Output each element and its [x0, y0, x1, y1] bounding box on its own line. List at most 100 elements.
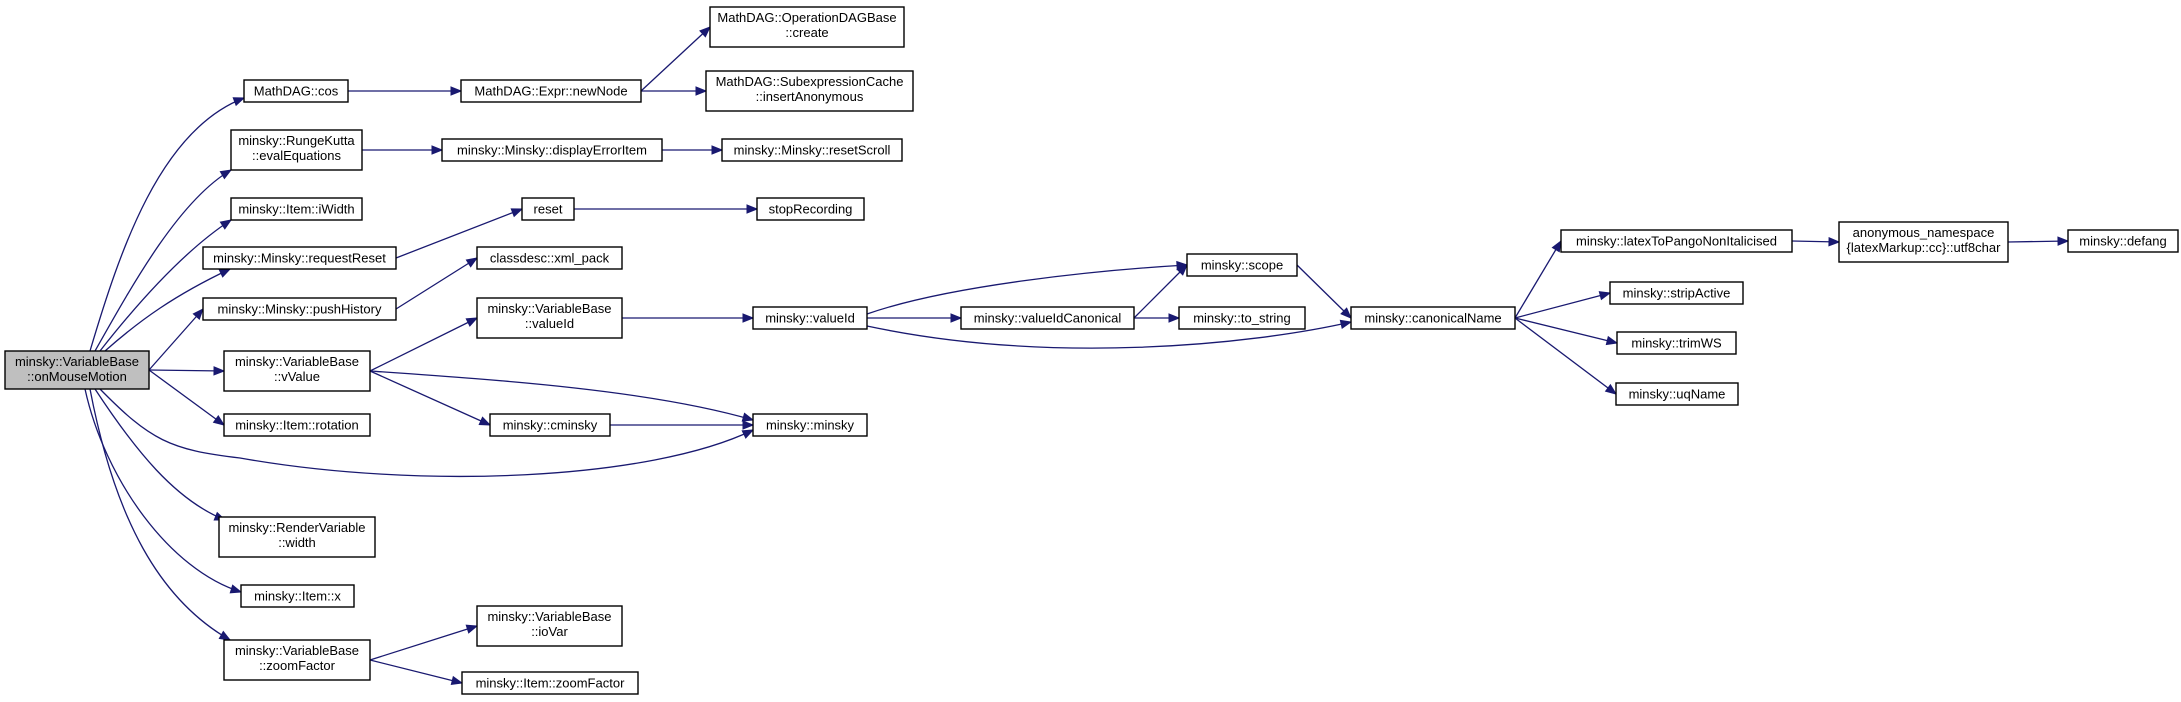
- node-label: minsky::to_string: [1193, 311, 1291, 326]
- node-label-line: ::width: [278, 535, 316, 550]
- edge-valueIdCan-to-scope: [1133, 264, 1188, 319]
- node-valueIdCan[interactable]: minsky::valueIdCanonical: [960, 306, 1135, 330]
- node-label-line: minsky::VariableBase: [15, 354, 139, 369]
- node-label: minsky::minsky: [766, 418, 855, 433]
- node-pushHist[interactable]: minsky::Minsky::pushHistory: [202, 297, 397, 321]
- node-box: [240, 584, 355, 608]
- node-label: minsky::Item::rotation: [235, 418, 359, 433]
- node-label-line: anonymous_namespace: [1853, 225, 1995, 240]
- node-trimWS[interactable]: minsky::trimWS: [1616, 331, 1737, 355]
- node-utf8char[interactable]: anonymous_namespace{latexMarkup::cc}::ut…: [1838, 221, 2009, 263]
- node-stopRec[interactable]: stopRecording: [756, 197, 865, 221]
- node-label-line: ::ioVar: [531, 624, 568, 639]
- node-latexPango[interactable]: minsky::latexToPangoNonItalicised: [1560, 229, 1793, 253]
- arrowhead-vbValueId-to-valueId: [742, 313, 755, 323]
- node-toString[interactable]: minsky::to_string: [1178, 306, 1306, 330]
- node-vValue[interactable]: minsky::VariableBase::vValue: [223, 350, 371, 392]
- node-box: [202, 246, 397, 270]
- node-reqReset[interactable]: minsky::Minsky::requestReset: [202, 246, 397, 270]
- node-defang[interactable]: minsky::defang: [2067, 229, 2179, 253]
- edge-root-to-itemX: [84, 388, 242, 593]
- edge-newNode-to-opCreate: [640, 26, 711, 92]
- node-canonName[interactable]: minsky::canonicalName: [1350, 306, 1516, 330]
- arrowhead-vValue-to-minsky: [741, 412, 755, 422]
- node-label-line: ::insertAnonymous: [756, 89, 864, 104]
- node-label: minsky::valueIdCanonical: [974, 311, 1122, 326]
- node-label: minsky::Item::iWidth: [238, 202, 354, 217]
- node-box: [1838, 221, 2009, 263]
- node-box: [1616, 331, 1737, 355]
- node-ioVar[interactable]: minsky::VariableBase::ioVar: [476, 605, 623, 647]
- node-label: minsky::Item::zoomFactor: [476, 676, 625, 691]
- edge-scope-to-canonName: [1296, 264, 1352, 319]
- node-xmlPack[interactable]: classdesc::xml_pack: [476, 246, 623, 270]
- node-evalEq[interactable]: minsky::RungeKutta::evalEquations: [230, 129, 363, 171]
- arrowhead-reqReset-to-reset: [510, 208, 524, 218]
- arrowhead-vValue-to-vbValueId: [465, 317, 479, 327]
- arrowhead-root-to-cos: [232, 97, 246, 107]
- node-label-line: ::create: [785, 25, 828, 40]
- edge-root-to-evalEq: [94, 169, 232, 352]
- node-itemZoom[interactable]: minsky::Item::zoomFactor: [461, 671, 639, 695]
- node-label-line: minsky::VariableBase: [487, 301, 611, 316]
- node-insertAnon[interactable]: MathDAG::SubexpressionCache::insertAnony…: [705, 70, 914, 112]
- node-label-line: minsky::RenderVariable: [228, 520, 365, 535]
- node-box: [230, 197, 363, 221]
- node-cminsky[interactable]: minsky::cminsky: [489, 413, 611, 437]
- arrowhead-cminsky-to-minsky: [742, 420, 755, 430]
- arrowhead-root-to-rotation: [212, 414, 226, 426]
- node-label-line: {latexMarkup::cc}::utf8char: [1847, 240, 2002, 255]
- arrowhead-root-to-itemX: [229, 584, 243, 594]
- arrowhead-reset-to-stopRec: [746, 204, 759, 214]
- node-root[interactable]: minsky::VariableBase::onMouseMotion: [4, 350, 150, 390]
- arrowhead-root-to-iWidth: [219, 219, 233, 230]
- node-box: [721, 138, 903, 162]
- node-scope[interactable]: minsky::scope: [1186, 253, 1298, 277]
- node-label-line: ::zoomFactor: [259, 658, 336, 673]
- node-box: [960, 306, 1135, 330]
- arrowhead-canonName-to-latexPango: [1551, 239, 1562, 253]
- node-box: [460, 79, 642, 103]
- node-valueId[interactable]: minsky::valueId: [752, 306, 868, 330]
- node-resetScroll[interactable]: minsky::Minsky::resetScroll: [721, 138, 903, 162]
- node-label: reset: [534, 202, 563, 217]
- node-label-line: minsky::VariableBase: [487, 609, 611, 624]
- node-label: MathDAG::Expr::newNode: [474, 84, 627, 99]
- node-box: [476, 605, 623, 647]
- node-label: minsky::defang: [2079, 234, 2166, 249]
- node-iWidth[interactable]: minsky::Item::iWidth: [230, 197, 363, 221]
- edge-canonName-to-uqName: [1514, 317, 1617, 395]
- node-box: [752, 306, 868, 330]
- arrowhead-zoomFactor-to-itemZoom: [450, 675, 464, 686]
- arrowhead-zoomFactor-to-ioVar: [465, 624, 479, 634]
- edge-valueId-to-canonName: [866, 321, 1352, 349]
- node-itemX[interactable]: minsky::Item::x: [240, 584, 355, 608]
- node-label-line: ::vValue: [274, 369, 320, 384]
- node-rvWidth[interactable]: minsky::RenderVariable::width: [218, 516, 376, 558]
- node-minsky[interactable]: minsky::minsky: [752, 413, 868, 437]
- arrowhead-utf8char-to-defang: [2057, 236, 2070, 246]
- edge-reqReset-to-reset: [395, 208, 523, 259]
- node-label-line: ::onMouseMotion: [27, 369, 127, 384]
- node-label: minsky::scope: [1201, 258, 1283, 273]
- node-vbValueId[interactable]: minsky::VariableBase::valueId: [476, 297, 623, 339]
- node-displayErr[interactable]: minsky::Minsky::displayErrorItem: [441, 138, 663, 162]
- edge-root-to-vValue: [148, 369, 225, 372]
- node-cos[interactable]: MathDAG::cos: [243, 79, 349, 103]
- node-newNode[interactable]: MathDAG::Expr::newNode: [460, 79, 642, 103]
- node-stripActive[interactable]: minsky::stripActive: [1609, 281, 1744, 305]
- node-label: minsky::canonicalName: [1364, 311, 1501, 326]
- node-zoomFactor[interactable]: minsky::VariableBase::zoomFactor: [223, 639, 371, 681]
- node-label-line: ::valueId: [525, 316, 574, 331]
- node-rotation[interactable]: minsky::Item::rotation: [223, 413, 371, 437]
- node-label-line: minsky::RungeKutta: [238, 133, 355, 148]
- node-uqName[interactable]: minsky::uqName: [1615, 382, 1739, 406]
- arrowhead-pushHist-to-xmlPack: [465, 257, 479, 268]
- edge-root-to-cos: [89, 97, 245, 352]
- node-label: minsky::valueId: [765, 311, 855, 326]
- node-opCreate[interactable]: MathDAG::OperationDAGBase::create: [709, 6, 905, 48]
- edge-root-to-rotation: [148, 369, 225, 426]
- node-label-line: minsky::VariableBase: [235, 643, 359, 658]
- node-reset[interactable]: reset: [521, 197, 575, 221]
